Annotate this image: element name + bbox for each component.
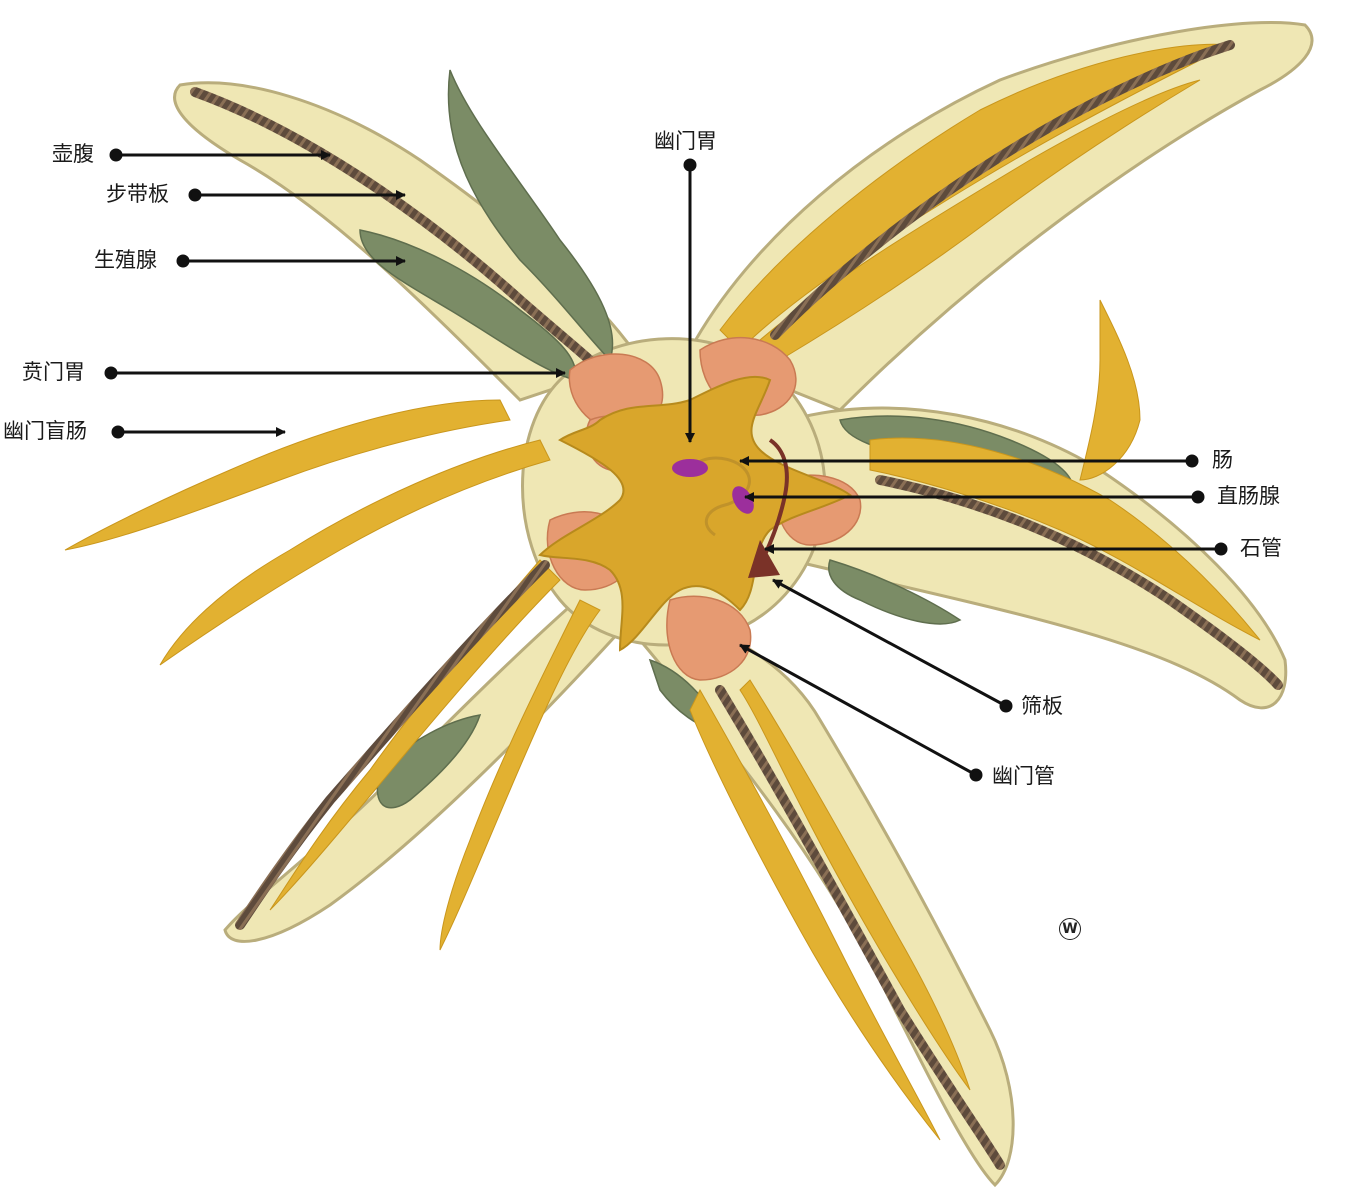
label-pyloric-duct: 幽门管 xyxy=(992,764,1055,788)
label-intestine: 肠 xyxy=(1212,448,1233,472)
madreporite-plate xyxy=(748,540,780,578)
label-pyloric-caeca: 幽门盲肠 xyxy=(3,419,87,443)
intestine xyxy=(688,456,751,537)
leader-lines xyxy=(104,148,1228,782)
label-stone-canal: 石管 xyxy=(1240,536,1282,560)
label-ambulacral-plate: 步带板 xyxy=(106,182,169,206)
label-madreporite: 筛板 xyxy=(1021,694,1063,718)
arm-upper-left xyxy=(173,81,643,402)
label-cardiac-stomach: 贲门胃 xyxy=(22,360,85,384)
pyloric-caeca xyxy=(64,43,1261,1141)
label-pyloric-stomach: 幽门胃 xyxy=(654,129,717,153)
label-rectal-gland: 直肠腺 xyxy=(1217,484,1280,508)
pyloric-stomach xyxy=(538,375,852,652)
rectal-gland-upper xyxy=(672,459,708,477)
wikimedia-watermark: W xyxy=(1059,918,1081,940)
label-gonad: 生殖腺 xyxy=(94,248,157,272)
label-ampulla: 壶腹 xyxy=(52,142,94,166)
ambulacral-grooves xyxy=(190,40,1283,1170)
